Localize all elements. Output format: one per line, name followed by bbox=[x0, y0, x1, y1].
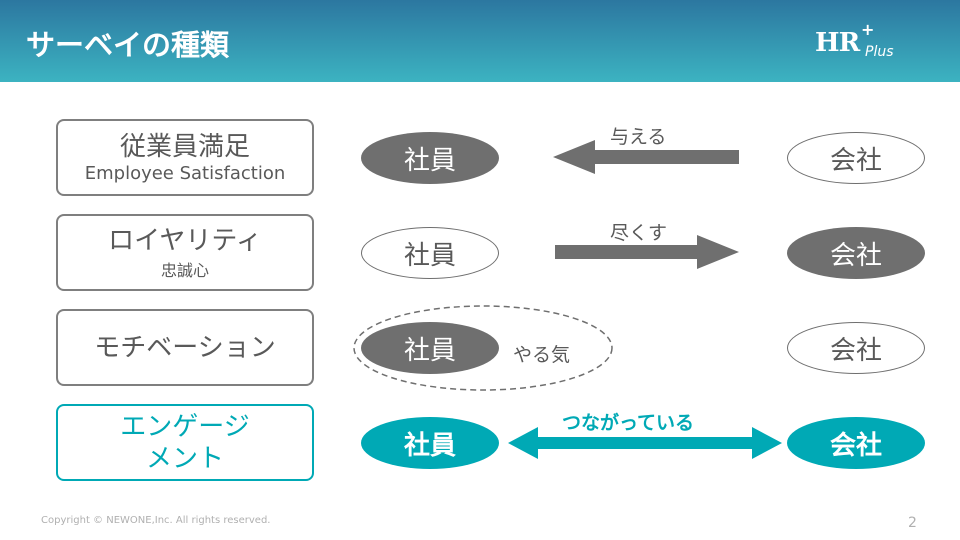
row-title: ロイヤリティ bbox=[108, 225, 262, 256]
relation-label: つながっている bbox=[562, 412, 695, 434]
row-title-line2: メント bbox=[145, 443, 224, 474]
box-engagement: エンゲージ メント bbox=[56, 404, 314, 481]
row-title: モチベーション bbox=[94, 332, 276, 363]
dashed-ellipse bbox=[353, 305, 613, 391]
row-subtitle: 忠誠心 bbox=[160, 260, 209, 280]
employee-ellipse: 社員 bbox=[361, 322, 499, 374]
page-title: サーベイの種類 bbox=[26, 28, 230, 62]
company-ellipse: 会社 bbox=[787, 417, 925, 469]
company-ellipse: 会社 bbox=[787, 227, 925, 279]
logo-hr: HR bbox=[815, 28, 860, 58]
box-motivation: モチベーション bbox=[56, 309, 314, 386]
box-loyalty: ロイヤリティ 忠誠心 bbox=[56, 214, 314, 291]
header-bar: サーベイの種類 HR + Plus bbox=[0, 0, 960, 82]
relation-label: やる気 bbox=[513, 344, 571, 366]
row-subtitle: Employee Satisfaction bbox=[84, 163, 286, 184]
copyright: Copyright © NEWONE,Inc. All rights reser… bbox=[41, 515, 271, 526]
logo-plus: Plus bbox=[865, 44, 894, 60]
page-number: 2 bbox=[908, 515, 917, 531]
hrplus-logo: HR + Plus bbox=[815, 20, 894, 60]
relation-label: 尽くす bbox=[610, 222, 668, 244]
arrow-left-icon bbox=[553, 140, 739, 174]
row-title: 従業員満足 bbox=[119, 132, 250, 162]
company-ellipse: 会社 bbox=[787, 322, 925, 374]
employee-ellipse: 社員 bbox=[361, 417, 499, 469]
employee-ellipse: 社員 bbox=[361, 227, 499, 279]
logo-plus-mark: + bbox=[861, 20, 875, 39]
company-ellipse: 会社 bbox=[787, 132, 925, 184]
employee-ellipse: 社員 bbox=[361, 132, 499, 184]
double-arrow-icon bbox=[508, 427, 782, 459]
row-title-line1: エンゲージ bbox=[120, 411, 250, 442]
arrow-right-icon bbox=[555, 235, 739, 269]
relation-label: 与える bbox=[610, 126, 667, 148]
box-employee-satisfaction: 従業員満足 Employee Satisfaction bbox=[56, 119, 314, 196]
